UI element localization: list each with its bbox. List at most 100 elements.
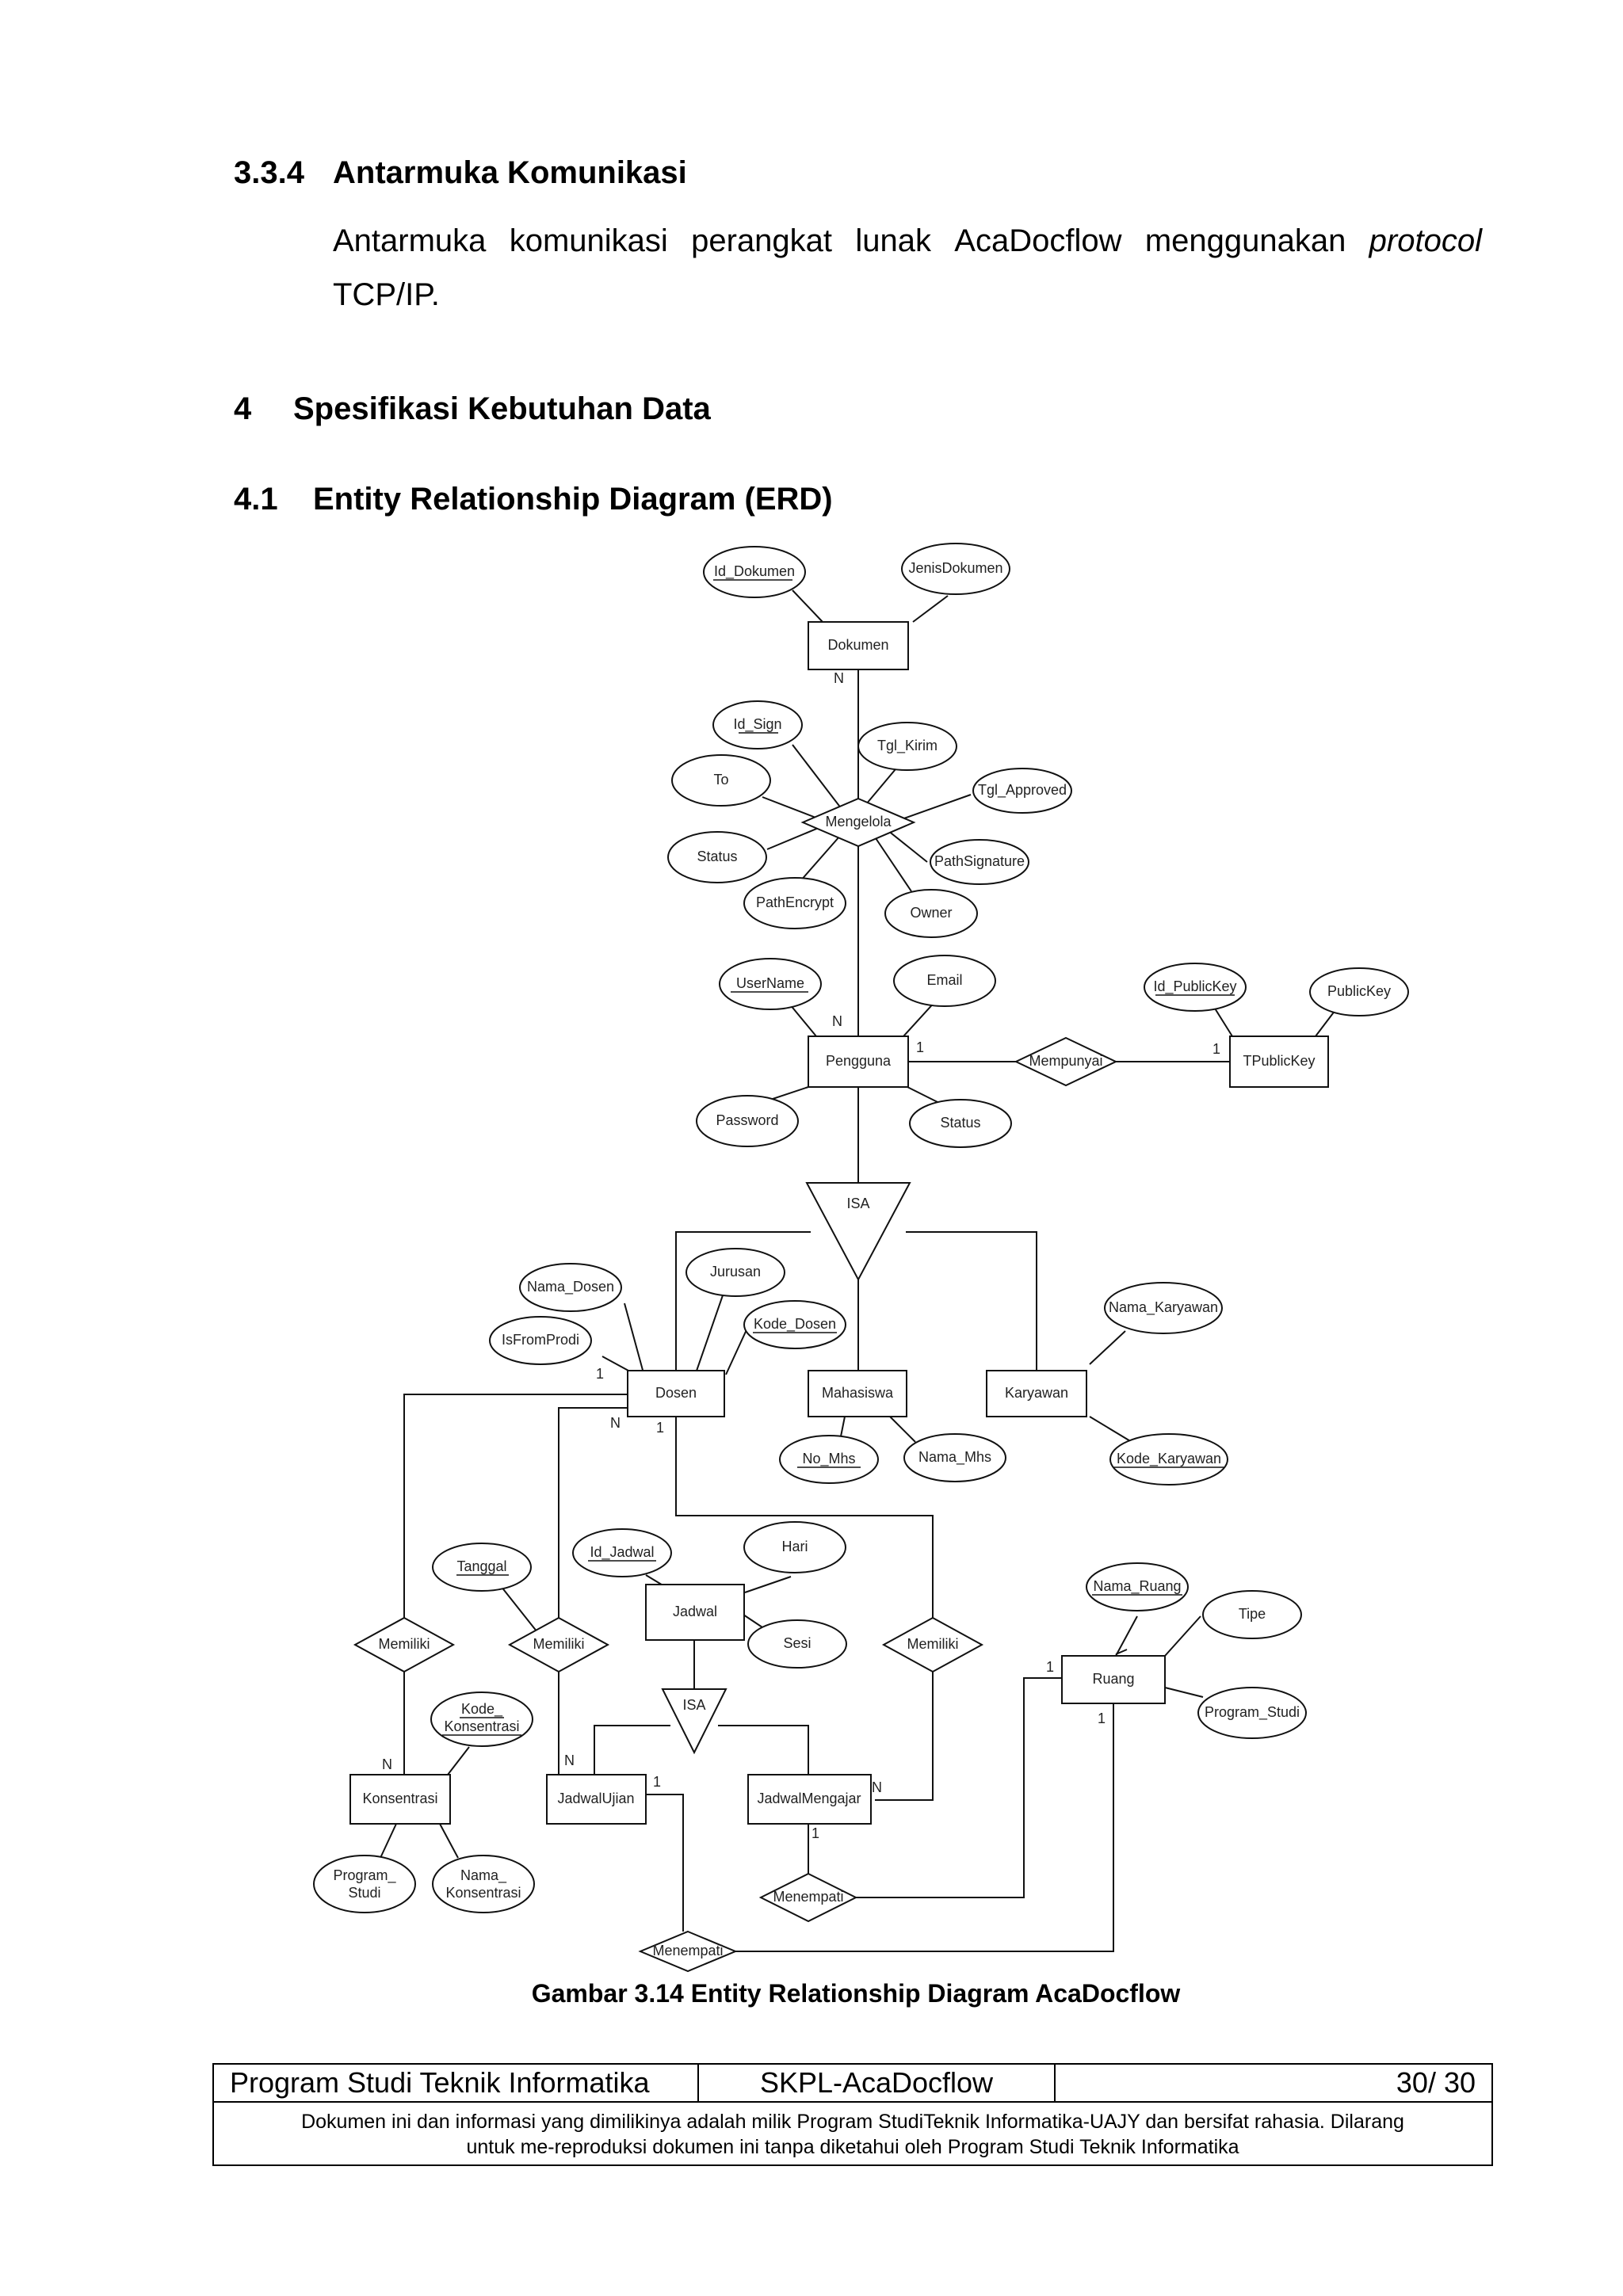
attribute-label: Email <box>926 972 962 988</box>
entity-tpublickey <box>1229 1035 1329 1088</box>
section-title: Spesifikasi Kebutuhan Data <box>293 391 711 426</box>
word: AcaDocflow <box>954 223 1122 258</box>
attribute-label: Nama_Dosen <box>527 1279 614 1295</box>
word: perangkat <box>691 223 833 258</box>
entity-dosen <box>627 1370 725 1417</box>
attribute-label: Nama_Ruang <box>1093 1578 1181 1595</box>
attribute-label: Konsentrasi <box>444 1718 519 1734</box>
entity-label: Karyawan <box>1005 1385 1068 1401</box>
cardinality-label: N <box>564 1753 575 1768</box>
section-heading-4: 4 Spesifikasi Kebutuhan Data <box>234 391 711 427</box>
attribute-label: Owner <box>910 905 952 921</box>
cardinality-label: N <box>834 670 844 686</box>
word: menggunakan <box>1144 223 1346 258</box>
isa-label: ISA <box>846 1196 869 1211</box>
relationship-label: Memiliki <box>379 1636 430 1652</box>
relationship-label: Menempati <box>652 1943 723 1958</box>
cardinality-label: N <box>610 1415 621 1431</box>
cardinality-label: 1 <box>812 1825 819 1841</box>
entity-label: Konsentrasi <box>362 1791 437 1806</box>
section-number: 4.1 <box>234 482 278 517</box>
section-number: 4 <box>234 391 252 426</box>
paragraph-communication: Antarmuka komunikasi perangkat lunak Aca… <box>333 214 1482 322</box>
entity-jadwalmengajar <box>747 1774 872 1825</box>
attribute-label: Jurusan <box>710 1264 761 1280</box>
rel-menempati-1 <box>758 1872 858 1923</box>
attribute-label: Password <box>716 1112 778 1128</box>
relationship-label: Memiliki <box>533 1636 585 1652</box>
rel-mengelola <box>800 797 916 848</box>
attribute-label: No_Mhs <box>802 1451 855 1467</box>
isa-pengguna <box>805 1182 911 1282</box>
entity-jadwalujian <box>546 1774 647 1825</box>
cardinality-label: N <box>382 1756 392 1772</box>
attribute-label: Tgl_Approved <box>978 782 1067 799</box>
relationship-label: Mempunyai <box>1029 1053 1102 1069</box>
footer-page-number: 30/ 30 <box>1396 2066 1476 2099</box>
attribute-label: Id_PublicKey <box>1153 978 1236 995</box>
attribute-label: Id_Sign <box>733 716 781 733</box>
attribute-label: JenisDokumen <box>908 560 1002 576</box>
cardinality-label: N <box>832 1013 842 1029</box>
rel-menempati-2 <box>638 1930 738 1973</box>
relationship-label: Menempati <box>773 1889 843 1905</box>
attribute-label: Kode_Dosen <box>754 1316 836 1333</box>
attribute-label: Id_Jadwal <box>590 1544 654 1561</box>
attribute-label: To <box>713 772 728 788</box>
entity-mahasiswa <box>808 1370 907 1417</box>
cardinality-label: 1 <box>916 1039 924 1055</box>
attribute-label: Nama_Karyawan <box>1109 1299 1218 1316</box>
attribute-label: UserName <box>736 975 804 991</box>
footer-notice: Dokumen ini dan informasi yang dimilikin… <box>214 2103 1491 2164</box>
entity-label: Dokumen <box>827 637 888 653</box>
attribute-label: PathEncrypt <box>756 894 834 910</box>
cardinality-label: 1 <box>596 1366 604 1382</box>
attribute-label: Nama_Mhs <box>918 1449 991 1466</box>
attribute-label: Id_Dokumen <box>714 563 795 580</box>
entity-dokumen <box>808 621 909 670</box>
attribute-label: Program_Studi <box>1205 1704 1300 1721</box>
attribute-label: Studi <box>348 1885 380 1901</box>
attribute-label: Konsentrasi <box>445 1885 521 1901</box>
attribute-label: Tipe <box>1239 1606 1266 1622</box>
entity-label: TPublicKey <box>1243 1053 1315 1069</box>
footer-program: Program Studi Teknik Informatika <box>214 2065 699 2101</box>
isa-jadwal <box>661 1688 727 1755</box>
attribute-label: Kode_Karyawan <box>1117 1451 1221 1467</box>
rel-mempunyai <box>1014 1036 1118 1087</box>
attribute-label: Sesi <box>783 1635 811 1651</box>
cardinality-label: 1 <box>1046 1659 1054 1675</box>
entity-label: Pengguna <box>826 1053 892 1069</box>
entity-label: Ruang <box>1092 1671 1134 1687</box>
attribute-label: PublicKey <box>1327 983 1391 999</box>
cardinality-label: 1 <box>656 1420 664 1436</box>
rel-memiliki-3 <box>881 1616 984 1673</box>
entity-karyawan <box>986 1370 1087 1417</box>
relationship-label: Memiliki <box>907 1636 959 1652</box>
isa-label: ISA <box>682 1697 705 1713</box>
rel-memiliki-2 <box>507 1616 610 1673</box>
entity-label: JadwalUjian <box>557 1791 634 1806</box>
entity-pengguna <box>808 1035 909 1088</box>
attribute-label: Nama_ <box>460 1867 507 1884</box>
word-italic: protocol <box>1369 223 1482 258</box>
entity-label: Mahasiswa <box>822 1385 894 1401</box>
entity-label: Dosen <box>655 1385 697 1401</box>
attribute-label: Status <box>940 1115 980 1131</box>
attribute-label: Hari <box>781 1539 808 1554</box>
cardinality-label: 1 <box>1212 1041 1220 1057</box>
cardinality-label: 1 <box>653 1774 661 1790</box>
footer-notice-line: Dokumen ini dan informasi yang dimilikin… <box>301 2111 1404 2133</box>
attribute-label: Tanggal <box>456 1558 506 1574</box>
cardinality-label: N <box>872 1779 882 1795</box>
cardinality-label: 1 <box>1098 1711 1106 1726</box>
relationship-label: Mengelola <box>825 814 892 830</box>
attribute-label: Status <box>697 849 737 864</box>
footer-notice-line: untuk me-reproduksi dokumen ini tanpa di… <box>466 2136 1239 2158</box>
page-footer: Program Studi Teknik Informatika SKPL-Ac… <box>212 2063 1493 2166</box>
attribute-label: Program_ <box>333 1867 396 1884</box>
attribute-label: IsFromProdi <box>502 1332 579 1348</box>
entity-jadwal <box>645 1584 745 1641</box>
entity-label: Jadwal <box>673 1604 717 1619</box>
